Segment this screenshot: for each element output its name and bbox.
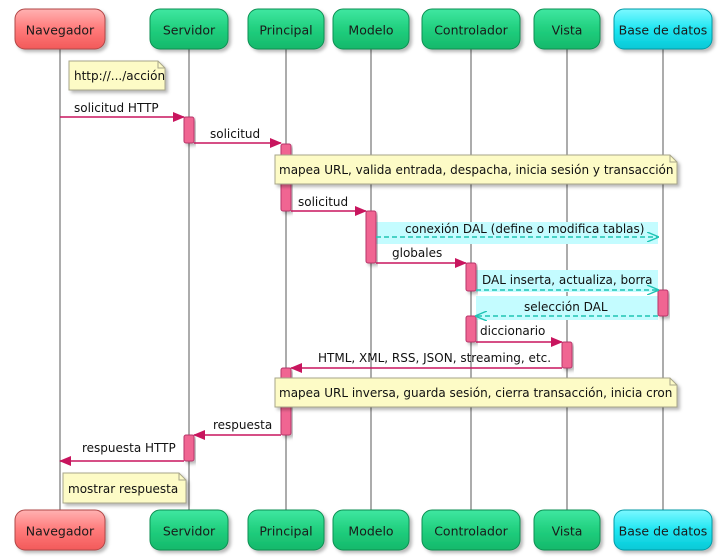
message-label: DAL inserta, actualiza, borra bbox=[482, 273, 652, 287]
participant-controlador-top[interactable]: Controlador bbox=[421, 8, 521, 50]
participant-label: Modelo bbox=[348, 524, 393, 539]
message-solicitud-servidor-principal: solicitud bbox=[194, 127, 282, 148]
participant-base-de-datos-bottom[interactable]: Base de datos bbox=[613, 509, 713, 551]
participant-label: Base de datos bbox=[619, 524, 708, 539]
activation-bar bbox=[183, 434, 195, 462]
note-label: http://.../acción bbox=[74, 69, 165, 83]
message-respuesta: respuesta bbox=[193, 418, 281, 440]
note-mapea-url: mapea URL, valida entrada, despacha, ini… bbox=[274, 154, 678, 185]
message-solicitud-http: solicitud HTTP bbox=[60, 101, 185, 122]
participant-servidor-top[interactable]: Servidor bbox=[149, 8, 229, 50]
participant-modelo-top[interactable]: Modelo bbox=[332, 8, 410, 50]
participant-controlador-bottom[interactable]: Controlador bbox=[421, 509, 521, 551]
participant-modelo-bottom[interactable]: Modelo bbox=[332, 509, 410, 551]
activation-bar bbox=[657, 289, 669, 317]
participant-navegador-top[interactable]: Navegador bbox=[14, 8, 106, 50]
message-label: solicitud bbox=[210, 127, 260, 141]
participant-label: Vista bbox=[552, 524, 583, 539]
message-label: conexión DAL (define o modifica tablas) bbox=[405, 222, 644, 236]
note-mostrar-respuesta: mostrar respuesta bbox=[62, 472, 187, 504]
message-label: solicitud bbox=[298, 195, 348, 209]
message-label: diccionario bbox=[480, 324, 545, 338]
messages: solicitud HTTP solicitud solicitud conex… bbox=[59, 101, 658, 466]
participant-label: Principal bbox=[259, 23, 312, 38]
notes: http://.../acción mapea URL, valida entr… bbox=[62, 60, 678, 504]
participant-label: Principal bbox=[259, 524, 312, 539]
message-solicitud-principal-modelo: solicitud bbox=[291, 195, 367, 216]
participant-label: Controlador bbox=[434, 23, 508, 38]
message-dal-inserta: DAL inserta, actualiza, borra bbox=[476, 273, 658, 290]
activation-bar bbox=[465, 262, 477, 292]
note-label: mapea URL, valida entrada, despacha, ini… bbox=[279, 163, 674, 177]
message-label: selección DAL bbox=[524, 300, 608, 314]
message-seleccion-dal: selección DAL bbox=[476, 300, 658, 316]
participant-navegador-bottom[interactable]: Navegador bbox=[14, 509, 106, 551]
note-label: mostrar respuesta bbox=[68, 482, 178, 496]
message-label: respuesta HTTP bbox=[82, 441, 176, 455]
participant-label: Servidor bbox=[163, 524, 216, 539]
note-mapea-url-inversa: mapea URL inversa, guarda sesión, cierra… bbox=[274, 377, 678, 408]
participant-label: Servidor bbox=[163, 23, 216, 38]
participants-top: Navegador Servidor Principal Modelo Cont… bbox=[14, 8, 713, 50]
message-html-xml: HTML, XML, RSS, JSON, streaming, etc. bbox=[290, 351, 562, 373]
participant-label: Controlador bbox=[434, 524, 508, 539]
message-diccionario: diccionario bbox=[476, 324, 563, 347]
participant-principal-bottom[interactable]: Principal bbox=[247, 509, 325, 551]
participant-principal-top[interactable]: Principal bbox=[247, 8, 325, 50]
participant-vista-top[interactable]: Vista bbox=[533, 8, 601, 50]
activation-bar bbox=[365, 210, 377, 264]
participant-base-de-datos-top[interactable]: Base de datos bbox=[613, 8, 713, 50]
message-label: respuesta bbox=[213, 418, 272, 432]
dal-highlight-band bbox=[376, 222, 658, 244]
message-conexion-dal: conexión DAL (define o modifica tablas) bbox=[376, 222, 658, 237]
message-label: solicitud HTTP bbox=[74, 101, 159, 115]
participant-label: Modelo bbox=[348, 23, 393, 38]
participants-bottom: Navegador Servidor Principal Modelo Cont… bbox=[14, 509, 713, 551]
message-globales: globales bbox=[376, 246, 467, 268]
dal-highlight-band bbox=[476, 270, 658, 292]
activation-bar bbox=[465, 315, 477, 343]
participant-vista-bottom[interactable]: Vista bbox=[533, 509, 601, 551]
participant-label: Base de datos bbox=[619, 23, 708, 38]
message-label: HTML, XML, RSS, JSON, streaming, etc. bbox=[318, 351, 551, 365]
message-respuesta-http: respuesta HTTP bbox=[59, 441, 184, 466]
note-label: mapea URL inversa, guarda sesión, cierra… bbox=[279, 386, 672, 400]
participant-servidor-bottom[interactable]: Servidor bbox=[149, 509, 229, 551]
participant-label: Navegador bbox=[26, 524, 95, 539]
note-http-accion: http://.../acción bbox=[68, 60, 166, 91]
participant-label: Vista bbox=[552, 23, 583, 38]
message-label: globales bbox=[392, 246, 442, 260]
activation-bar bbox=[183, 116, 195, 144]
activation-bar bbox=[561, 341, 573, 369]
participant-label: Navegador bbox=[26, 23, 95, 38]
